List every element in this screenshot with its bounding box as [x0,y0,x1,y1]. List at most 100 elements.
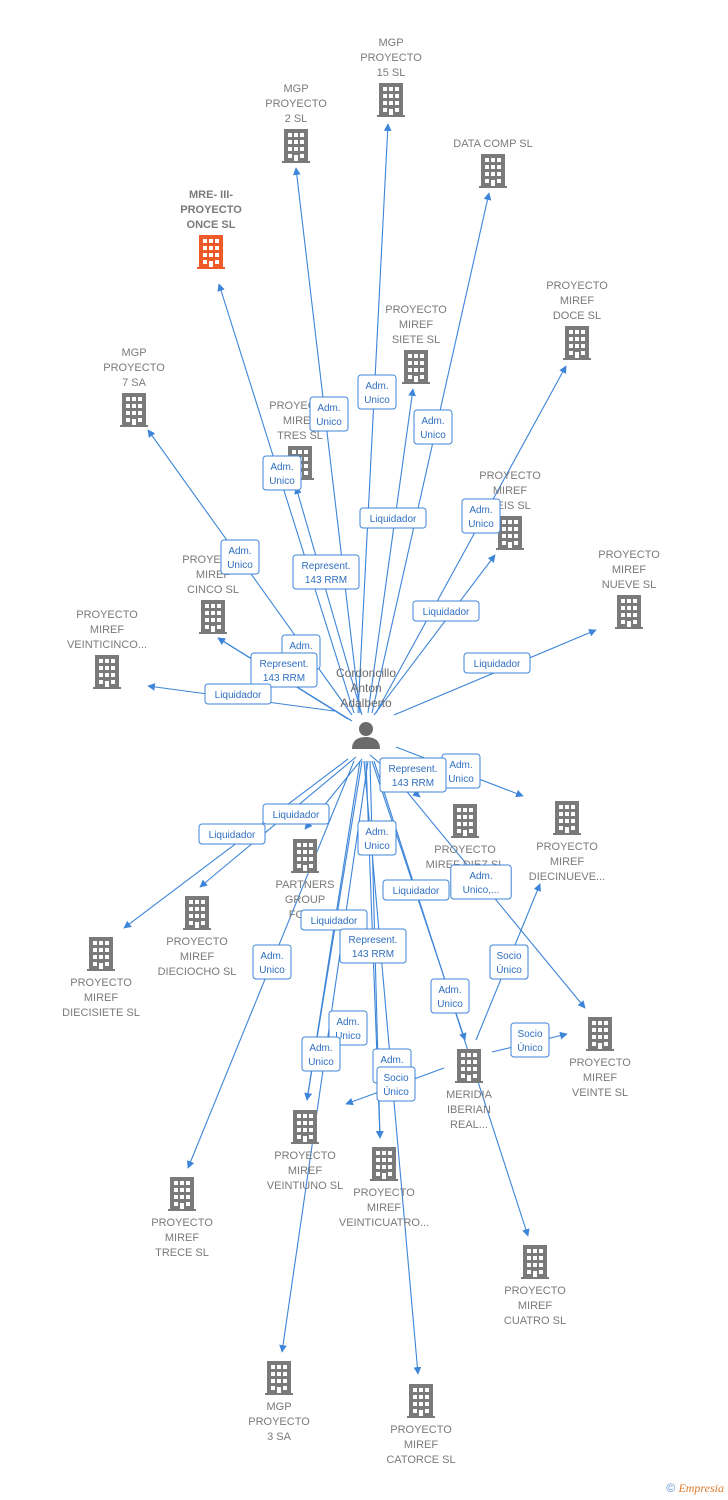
company-name-line: ONCE SL [187,219,236,231]
edge-line-siete [367,388,416,714]
edge-label-text: Unico [437,999,463,1010]
company-name-line: DOCE SL [553,310,601,322]
company-name-line: MIREF [612,564,647,576]
center-name-line: Cordoncillo [336,666,396,680]
company-name-line: NUEVE SL [602,579,656,591]
edge-label-veinticinco: Liquidador [204,683,272,705]
edge-label-text: Adm. [469,505,492,516]
building-icon [291,1110,319,1144]
edge-line-doce [375,365,567,714]
company-name-line: MGP [378,37,403,49]
edge-label-trece: Adm.Unico [252,944,292,980]
company-name-line: MIREF [560,295,595,307]
edge-label-text: Adm. [309,1043,332,1054]
edge-label-diecisiete: Liquidador [198,823,266,845]
company-name-line: PROYECTO [353,1187,415,1199]
company-name-line: MIREF [288,1165,323,1177]
brand-name[interactable]: Empresia [678,1481,724,1495]
edge-label-text: 143 RRM [392,778,434,789]
building-icon [197,235,225,269]
company-node-veintiuno[interactable]: PROYECTO MIREF VEINTIUNO SL [267,1110,343,1192]
edge-label-text: Liquidador [474,659,521,670]
company-name-line: SIETE SL [392,334,440,346]
center-name-line: Anton [350,681,381,695]
company-name-line: PROYECTO [274,1150,336,1162]
edge-label-diecinueve: Represent.143 RRM [379,757,447,793]
building-icon [563,326,591,360]
company-node-veinticuatro[interactable]: PROYECTOMIREFVEINTICUATRO... [339,1147,429,1229]
edge-label-text: Adm. [421,416,444,427]
company-node-doce[interactable]: PROYECTO MIREF DOCE SL [546,280,608,360]
company-node-meridia[interactable]: MERIDIAIBERIANREAL... [446,1049,493,1131]
edge-label-text: Adm. [449,760,472,771]
edge-line-seis [373,554,496,716]
company-name-line: DIECISIETE SL [62,1007,140,1019]
edge-label-text: Unico [468,519,494,530]
edge-label-text: Adm. [228,546,251,557]
company-name-line: MIREF [84,992,119,1004]
company-node-datacomp[interactable]: DATA COMP SL [453,138,533,188]
building-icon [521,1245,549,1279]
company-name-line: VEINTIUNO SL [267,1180,343,1192]
edge-label-text: Adm. [336,1017,359,1028]
company-name-line: PROYECTO [390,1424,452,1436]
company-name-line: MIREF [90,624,125,636]
company-name-line: DIECIOCHO SL [158,966,237,978]
company-name-line: IBERIAN [447,1104,491,1116]
company-node-diecinueve[interactable]: PROYECTOMIREFDIECINUEVE... [529,801,605,883]
edge-label-text: Único [383,1085,409,1098]
building-icon [479,154,507,188]
edge-label-mgp7: Adm.Unico [220,539,260,575]
company-node-veinticinco[interactable]: PROYECTO MIREF VEINTICINCO... [67,609,147,689]
edge-label-text: Unico [316,417,342,428]
building-icon [402,350,430,384]
edge-label-text: Liquidador [393,886,440,897]
edge-label-text: Socio [383,1073,408,1084]
building-icon [370,1147,398,1181]
edge-label-text: Adm. [365,381,388,392]
edge-label-text: Adm. [317,403,340,414]
edge-label-text: Unico [269,476,295,487]
edge-label-mgp2: Adm. Unico [309,396,349,432]
building-icon [615,595,643,629]
company-name-line: DIECINUEVE... [529,871,605,883]
edge-line-tres [294,486,363,716]
company-name-line: PROYECTO [479,470,541,482]
company-name-line: MIREF [404,1439,439,1451]
building-icon [168,1177,196,1211]
copyright-icon: © [666,1481,676,1495]
company-name-line: VEINTICINCO... [67,639,147,651]
company-node-partners[interactable]: PARTNERSGROUPFOR... [276,839,335,921]
edge-label-text: Adm. [289,641,312,652]
building-icon [451,804,479,838]
edge-label-mre3: Adm.Unico [262,455,302,491]
building-icon [377,83,405,117]
edge-line-mre3 [217,283,355,714]
company-name-line: PROYECTO [76,609,138,621]
edge-label-text: Unico [364,395,390,406]
edge-line-datacomp [371,192,492,714]
company-name-line: PROYECTO [546,280,608,292]
edge-label-text: Socio [517,1029,542,1040]
building-icon [407,1384,435,1418]
